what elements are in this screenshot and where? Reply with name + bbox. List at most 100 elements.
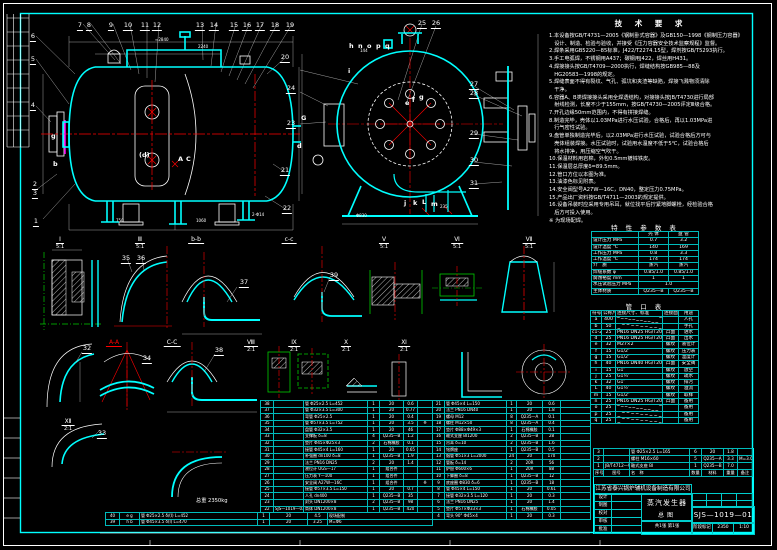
dimension-text: ≈2840 — [155, 37, 169, 42]
nozzle-letter-i: i — [348, 67, 351, 75]
callout-16: 16 — [241, 21, 253, 31]
weight-value: 2350 — [713, 523, 734, 534]
callout-24: 24 — [285, 84, 297, 94]
callout-26: 26 — [430, 19, 442, 29]
dimension-text: 1060 — [196, 218, 207, 223]
section-label-b-b: b-b — [188, 236, 204, 245]
note-line: 16.设备吊装时应采用专用吊耳，就位找平后拧紧地脚螺栓，经检验合格 — [549, 202, 713, 209]
callout-21: 21 — [279, 166, 291, 176]
dimension-text: 235 — [440, 204, 448, 209]
callout-7: 7 — [76, 21, 84, 31]
signature-cell — [611, 525, 642, 534]
note-line: 行气密性试验。 — [549, 125, 591, 132]
section-label-c-c: c-c — [281, 236, 297, 245]
nozzle-letter-(d): (d) — [139, 151, 150, 159]
company-name: 江苏省泰兴锅炉辅机设备制造有限公司 — [594, 484, 692, 495]
drawing-type: 总图 — [657, 512, 676, 519]
stage-label: 阶段标记 — [692, 523, 713, 534]
note-line: 设计、制造、检验与验收，并接受《压力容器安全技术监察规程》监督。 — [549, 40, 721, 47]
nozzle-letter-b: b — [53, 160, 58, 168]
callout-35: 35 — [120, 254, 132, 264]
callout-34: 34 — [141, 354, 153, 364]
section-label-C-C: C-C — [163, 339, 181, 348]
stage-mark-grid — [691, 493, 753, 508]
callout-27: 27 — [468, 80, 480, 90]
callout-23: 23 — [285, 119, 297, 129]
callout-38: 38 — [213, 346, 225, 356]
callout-18: 18 — [269, 21, 281, 31]
callout-3: 3 — [31, 189, 39, 199]
note-line: 4.焊接接头按GB/T4709—2000执行，焊缝结构按GB985—88及 — [549, 63, 700, 70]
nozzle-letter-j: j — [404, 199, 407, 207]
nozzle-letter-L: L — [422, 198, 427, 206]
nozzle-letter-h: h — [349, 42, 354, 50]
callout-32: 32 — [81, 344, 93, 354]
callout-17: 17 — [254, 21, 266, 31]
notes-title: 技 术 要 求 — [614, 19, 688, 28]
callout-4: 4 — [29, 101, 37, 111]
scale-weight-row: 阶段标记 2350 1:10 — [691, 522, 755, 535]
nozzle-letter-A: A — [178, 155, 184, 163]
nozzle-letter-e: e — [405, 99, 410, 107]
callout-30: 30 — [468, 156, 480, 166]
scale-value: 1:10 — [739, 525, 749, 530]
nozzle-letter-f: f — [412, 96, 415, 104]
callout-6: 6 — [29, 32, 37, 42]
table-row: 序号图号名 称数量材料重量备注 — [593, 469, 753, 477]
callout-12: 12 — [151, 21, 163, 31]
dimension-text: Φ830 — [356, 213, 367, 218]
dimension-text: 750 — [116, 218, 124, 223]
note-line: 10.保温材料用岩棉，外包0.5mm镀锌铁皮。 — [549, 156, 654, 163]
callout-22: 22 — [281, 204, 293, 214]
nozzle-letter-n: n — [358, 42, 363, 50]
note-line: 射线检测，长度不少于155mm，按GB/T4730—2005评定Ⅲ级合格。 — [549, 102, 716, 109]
product-box: 蒸汽发生器 总图 — [641, 493, 693, 522]
nozzle-letter-o: o — [367, 42, 372, 50]
sheet-count: 共1张 第1张 — [641, 520, 693, 535]
note-line: 7.开孔边缘50mm范围内，不得有拼接焊缝。 — [549, 110, 654, 117]
callout-8: 8 — [85, 21, 93, 31]
nozzle-letter-G: G — [301, 114, 307, 122]
note-line: 14.安全阀型号A27W—16C，DN40，整定压力0.75MPa。 — [549, 187, 687, 194]
callout-29: 29 — [468, 129, 480, 139]
char-table-title: 特 性 参 数 表 — [611, 224, 679, 232]
nozzle-letter-d: d — [297, 142, 302, 150]
